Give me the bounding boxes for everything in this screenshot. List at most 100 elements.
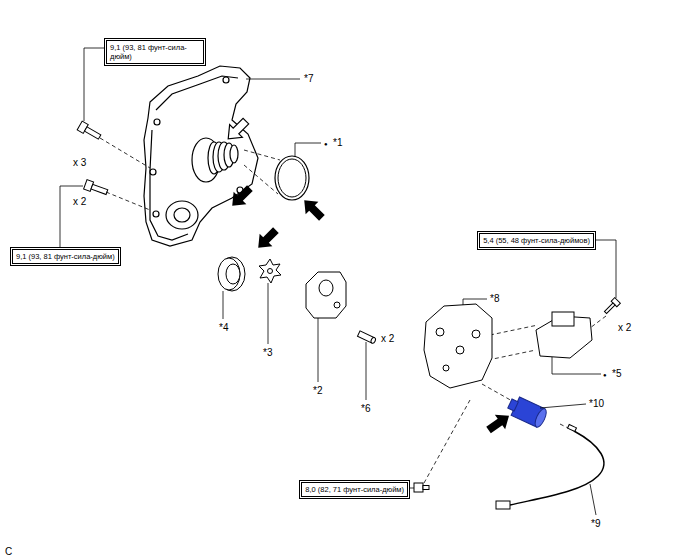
leader-line	[540, 404, 586, 408]
callout-number: *8	[489, 293, 500, 304]
pump-body	[306, 272, 346, 318]
callout-number: C	[4, 546, 13, 557]
pump-body-outline	[306, 272, 346, 318]
valve-port	[472, 330, 480, 338]
guide-line	[490, 325, 538, 335]
bolt	[414, 483, 429, 492]
leader-line	[318, 318, 319, 382]
rotor-inner	[226, 264, 240, 284]
valve-port	[456, 346, 464, 354]
torque-value: 8,0 (82, 71 фунт-сила-дюйм)	[305, 485, 404, 494]
inner-rotor-hole	[268, 269, 273, 274]
leader-line	[596, 240, 616, 298]
cover-boss	[552, 312, 574, 326]
hollow-arrow	[222, 115, 252, 145]
bolt-hole	[150, 169, 156, 175]
solenoid-nose	[508, 399, 519, 411]
leader-line	[463, 299, 487, 305]
pin-end	[370, 337, 376, 344]
bolt-hole	[154, 119, 160, 125]
leader-line	[84, 48, 104, 121]
leader-line	[366, 342, 367, 400]
pump-hole	[334, 302, 340, 308]
leader-line	[268, 283, 269, 344]
valve-body	[424, 304, 492, 388]
guide-line	[244, 150, 280, 160]
callout-number: x 2	[617, 322, 632, 333]
wire-connector	[496, 501, 510, 509]
torque-value: 9,1 (93, 81 фунт-сила-дюйм)	[16, 252, 115, 261]
guide-line	[424, 400, 470, 483]
torque-spec-box: 9,1 (93, 81 фунт-сила-дюйм)	[104, 38, 206, 66]
rotor-side	[218, 258, 240, 290]
solenoid-end	[533, 407, 549, 429]
torque-spec-box: 5,4 (55, 48 фунт-сила-дюймов)	[477, 231, 596, 250]
bolt-shank	[84, 127, 100, 139]
screw-shank	[604, 303, 615, 314]
install-arrow	[298, 194, 328, 224]
torque-value: 5,4 (55, 48 фунт-сила-дюймов)	[483, 236, 590, 245]
o-ring	[275, 156, 309, 200]
guide-line	[100, 138, 150, 168]
bolt-hole	[223, 77, 229, 83]
wire	[510, 431, 604, 505]
solenoid	[506, 394, 549, 428]
pump-port	[319, 280, 333, 296]
callout-number: *7	[303, 73, 314, 84]
guide-line	[482, 384, 514, 402]
valve-port	[443, 365, 449, 371]
shaft-end	[230, 145, 238, 163]
bolt-head	[414, 483, 423, 492]
valve-port	[436, 328, 444, 336]
callout-number: *9	[590, 518, 601, 529]
bolt-shank	[423, 486, 429, 490]
callout-number: *5	[611, 368, 622, 379]
bolt-hole	[153, 211, 159, 217]
o-ring-inner	[278, 159, 306, 197]
leader-line	[552, 357, 601, 374]
screw	[603, 298, 621, 316]
pump-seat-inner	[174, 208, 190, 222]
torque-spec-box: 9,1 (93, 81 фунт-сила-дюйм)	[10, 247, 121, 266]
callout-number: x 3	[72, 157, 87, 168]
callout-number: *1	[332, 137, 343, 148]
housing-rim	[150, 76, 238, 240]
leader-line	[223, 291, 224, 319]
bolt	[77, 121, 102, 141]
callout-number: x 2	[72, 196, 87, 207]
torque-spec-box: 8,0 (82, 71 фунт-сила-дюйм)	[299, 480, 410, 499]
rotor-outer	[219, 257, 245, 291]
leader-lines	[60, 48, 616, 515]
housing-outline	[144, 66, 258, 246]
leader-line	[295, 143, 321, 157]
callout-number: *2	[312, 385, 323, 396]
valve-body-outline	[424, 304, 492, 388]
pin	[357, 331, 376, 344]
callout-number: x 2	[380, 333, 395, 344]
new-part-mark: ●	[602, 370, 608, 381]
cover	[536, 312, 592, 358]
dashed-guides	[100, 138, 606, 483]
guide-line	[106, 192, 150, 210]
guide-line	[590, 316, 606, 328]
install-arrow	[252, 224, 282, 254]
torque-value: 9,1 (93, 81 фунт-сила-дюйм)	[110, 43, 200, 61]
install-arrow	[483, 408, 514, 437]
wire-terminal	[568, 424, 577, 431]
bolt	[84, 180, 109, 197]
guide-line	[488, 350, 536, 360]
install-arrow	[226, 182, 256, 212]
bolt-shank	[91, 184, 108, 194]
callout-number: *10	[588, 398, 605, 409]
housing	[144, 66, 258, 246]
callout-number: *4	[218, 322, 229, 333]
new-part-mark: ●	[323, 139, 329, 150]
outer-rotor	[218, 257, 245, 291]
callout-number: *3	[262, 347, 273, 358]
leader-line	[246, 79, 300, 80]
pump-seat	[166, 201, 198, 229]
inner-rotor	[259, 259, 281, 283]
